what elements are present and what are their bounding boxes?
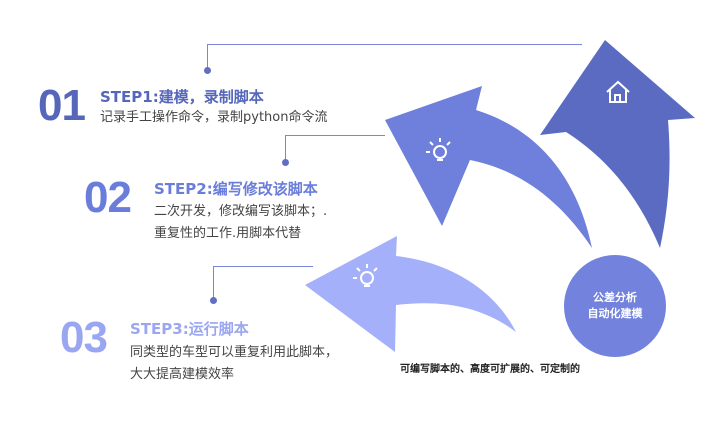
circle-line-2: 自动化建模: [587, 307, 643, 320]
step-description: 同类型的车型可以重复利用此脚本，: [130, 345, 339, 360]
step-title: STEP1:建模，录制脚本: [100, 88, 264, 106]
arrow-mid: [385, 86, 592, 248]
lightbulb-icon: [426, 138, 451, 161]
step-title: STEP2:编写修改该脚本: [154, 180, 318, 198]
step-number: 01: [38, 81, 86, 130]
caption: 可编写脚本的、高度可扩展的、可定制的: [400, 364, 580, 375]
summary-circle: 公差分析 自动化建模: [564, 255, 666, 357]
connector-line-3: [213, 266, 313, 267]
step-number: 02: [84, 173, 132, 222]
connector-line-2: [285, 135, 385, 136]
connector-dot-1: [204, 67, 211, 74]
connector-line-3-vertical: [213, 266, 214, 300]
connector-dot-2: [282, 159, 289, 166]
step-description: 记录手工操作命令，录制python命令流: [100, 110, 328, 125]
connector-dot-3: [210, 297, 217, 304]
arrow-dark: [540, 40, 695, 248]
lightbulb-icon: [353, 264, 378, 287]
step-description: 大大提高建模效率: [130, 367, 235, 382]
step-number: 03: [60, 313, 108, 362]
step-description: 重复性的工作.用脚本代替: [154, 226, 302, 241]
step-description: 二次开发，修改编写该脚本；.: [154, 204, 328, 219]
circle-line-1: 公差分析: [593, 291, 637, 304]
home-icon: [606, 80, 630, 103]
connector-line-1: [207, 44, 582, 45]
arrow-light: [305, 236, 516, 352]
step-title: STEP3:运行脚本: [130, 320, 249, 338]
connector-line-1-vertical: [207, 44, 208, 70]
connector-line-2-vertical: [285, 135, 286, 162]
